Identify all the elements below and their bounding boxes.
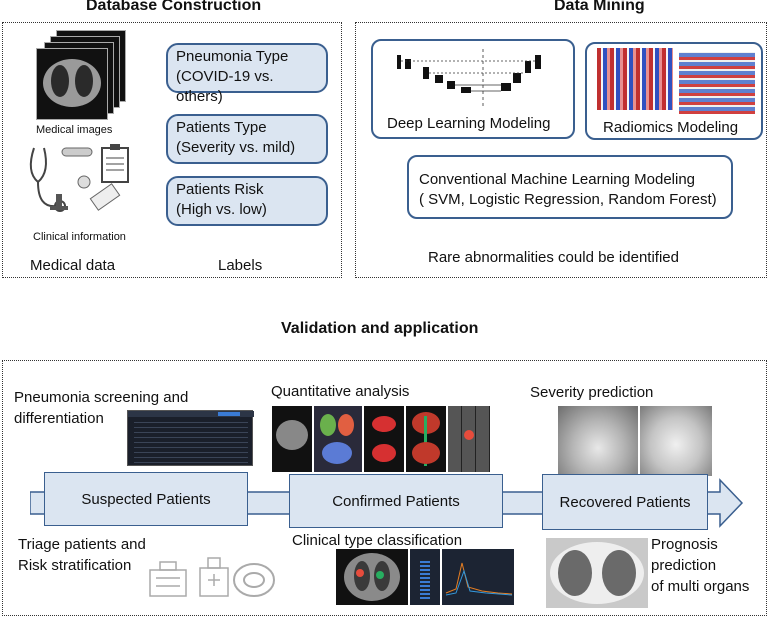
label-box-line: Pneumonia Type (176, 48, 289, 65)
label-box-line: (Severity vs. mild) (176, 139, 296, 156)
label-box-line: (COVID-19 vs. others) (176, 68, 274, 105)
deep-learning-box: Deep Learning Modeling (371, 39, 575, 139)
screening-dashboard-image (127, 410, 254, 466)
db-panel (2, 22, 342, 278)
severity-label: Severity prediction (530, 384, 654, 401)
hospital-icon (199, 557, 229, 597)
stage-recovered: Recovered Patients (542, 474, 708, 530)
triage-line2: Risk stratification (18, 557, 132, 574)
heatmap-2 (679, 52, 755, 114)
building-icon (149, 561, 187, 597)
conventional-line2: ( SVM, Logistic Regression, Random Fores… (419, 191, 717, 208)
triage-line1: Triage patients and (18, 536, 146, 553)
label-box-patients-type: Patients Type (Severity vs. mild) (166, 114, 328, 164)
clinical-icons (29, 144, 129, 212)
mining-title: Data Mining (554, 0, 645, 14)
microscope-icon (50, 194, 68, 210)
label-box-line: Patients Type (176, 119, 267, 136)
screening-line1: Pneumonia screening and (14, 389, 189, 406)
label-box-line: Patients Risk (176, 181, 264, 198)
clinical-caption: Clinical information (33, 231, 126, 243)
db-title: Database Construction (86, 0, 262, 14)
screening-line2: differentiation (14, 410, 104, 427)
stage-suspected-label: Suspected Patients (81, 490, 211, 508)
heatmap-1 (597, 48, 673, 110)
clinical-type-images (336, 549, 514, 605)
mining-panel (355, 22, 767, 278)
quantitative-label: Quantitative analysis (271, 383, 410, 400)
prognosis-line2: prediction (651, 557, 717, 574)
stage-recovered-label: Recovered Patients (559, 493, 691, 511)
stage-suspected: Suspected Patients (44, 472, 248, 526)
hospital-icons (149, 557, 275, 597)
quantitative-images (272, 406, 490, 472)
xray-image-2 (640, 406, 712, 476)
prognosis-ct-image (546, 538, 648, 608)
radiomics-box: Radiomics Modeling (585, 42, 763, 140)
pills-icon (61, 147, 93, 189)
labels-label: Labels (218, 257, 263, 274)
rare-abnormalities-text: Rare abnormalities could be identified (428, 249, 679, 266)
stage-confirmed-label: Confirmed Patients (332, 492, 460, 510)
clipboard-icon (101, 144, 129, 183)
network-diagram (397, 49, 541, 107)
medical-data-label: Medical data (30, 257, 116, 274)
validation-panel (2, 360, 767, 616)
radiomics-label: Radiomics Modeling (603, 119, 739, 136)
prognosis-line1: Prognosis (651, 536, 718, 553)
tablet-icon (89, 183, 121, 211)
prognosis-line3: of multi organs (651, 578, 750, 595)
deep-learning-label: Deep Learning Modeling (387, 115, 551, 132)
clinical-type-label: Clinical type classification (292, 532, 463, 549)
ct-scanner-icon (233, 563, 275, 597)
stage-confirmed: Confirmed Patients (289, 474, 503, 528)
label-box-pneumonia-type: Pneumonia Type (COVID-19 vs. others) (166, 43, 328, 105)
validation-title: Validation and application (281, 320, 479, 337)
medical-images-caption: Medical images (36, 124, 113, 136)
conventional-line1: Conventional Machine Learning Modeling (419, 171, 696, 188)
label-box-patients-risk: Patients Risk (High vs. low) (166, 176, 328, 226)
label-box-line: (High vs. low) (176, 201, 267, 218)
xray-image-1 (558, 406, 638, 476)
conventional-ml-box: Conventional Machine Learning Modeling (… (407, 155, 733, 219)
